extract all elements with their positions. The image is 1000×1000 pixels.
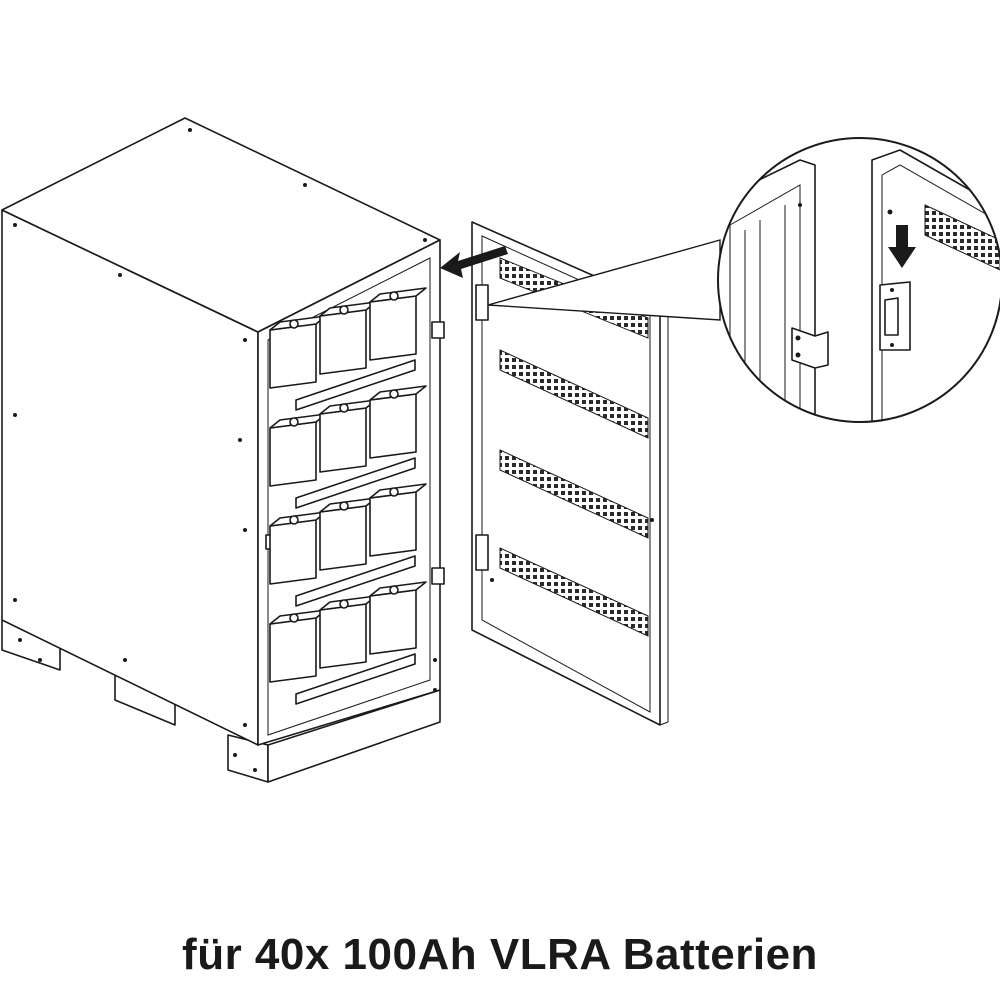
caption: für 40x 100Ah VLRA Batterien [182,930,818,979]
battery-block [369,581,427,655]
door-vent-strip-3 [499,449,649,539]
battery-row [269,581,427,705]
battery-block [369,385,427,459]
battery-block [319,399,377,473]
battery-block [319,595,377,669]
cabinet-front-opening [267,257,431,736]
detail-vent-perforation [924,204,1000,271]
battery-retaining-bar [295,555,416,607]
battery-block [369,287,427,361]
door-hinge-lower [475,534,489,571]
battery-cabinet-illustration [1,117,1000,783]
battery-block [369,483,427,557]
cabinet-hinge-lower [431,567,445,585]
battery-block [269,609,327,683]
battery-block [269,315,327,389]
battery-retaining-bar [295,653,416,705]
battery-rows [269,287,427,705]
cabinet-screws [13,128,437,772]
battery-block [319,497,377,571]
battery-block [319,301,377,375]
battery-row [269,483,427,607]
door-hinge-detail [717,137,1000,423]
battery-row [269,385,427,509]
cabinet [1,117,445,783]
battery-retaining-bar [295,359,416,411]
cabinet-hinge-upper [431,321,445,339]
battery-retaining-bar [295,457,416,509]
cabinet-plinth [267,689,441,783]
detail-hinge-pin [791,327,829,369]
door-removal-arrow [440,246,508,278]
door-vent-strip-4 [499,547,649,637]
door-vent-strip-2 [499,349,649,439]
down-arrow-icon [888,225,916,268]
door-hinge-upper [475,284,489,321]
cabinet-door [471,221,669,726]
battery-row [269,287,427,411]
